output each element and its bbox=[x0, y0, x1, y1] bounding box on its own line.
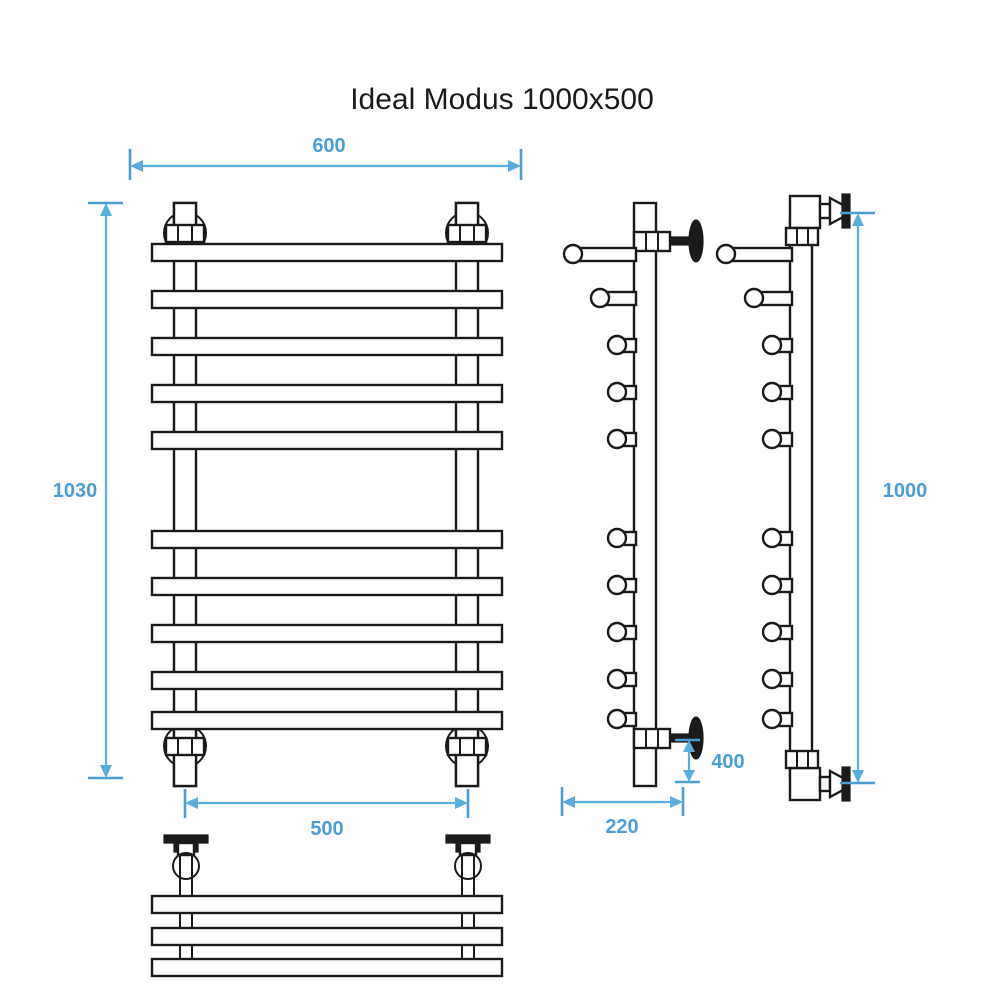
dim-400-arrowhead-bottom-icon bbox=[683, 770, 695, 782]
side-right-bottom-collar bbox=[784, 749, 820, 770]
side-left-rail-7-cap-icon bbox=[606, 574, 628, 596]
side-right-rail-6-cap-icon bbox=[761, 527, 783, 549]
plan-bracket-right-ring-icon bbox=[454, 852, 482, 880]
dim-600-arrowhead-right-icon bbox=[508, 160, 521, 172]
side-right-rail-9-cap-icon bbox=[761, 668, 783, 690]
dimension-top-width: 600 bbox=[128, 135, 523, 180]
plan-rail-1 bbox=[150, 894, 504, 915]
dim-220-arrowhead-right-icon bbox=[670, 796, 683, 808]
side-right-top-wallmount bbox=[784, 193, 851, 247]
front-rail-5 bbox=[150, 430, 504, 451]
dimension-bottom-width: 500 bbox=[183, 789, 470, 840]
dim-1030-label: 1030 bbox=[53, 480, 98, 502]
side-left-top-flange-icon bbox=[688, 219, 704, 263]
side-left-rail-8-cap-icon bbox=[606, 621, 628, 643]
side-left-rails bbox=[562, 243, 638, 730]
side-right-bottom-elbow bbox=[788, 766, 822, 802]
side-left-bottom-wallmount bbox=[632, 716, 704, 760]
side-right-top-elbow bbox=[788, 194, 822, 230]
dim-400-arrowhead-top-icon bbox=[683, 740, 695, 752]
side-left-rail-4-cap-icon bbox=[606, 381, 628, 403]
side-right-bottom-stem bbox=[818, 775, 832, 793]
side-right-rail-5-cap-icon bbox=[761, 428, 783, 450]
plan-bracket-right bbox=[445, 834, 491, 880]
dim-600-arrowhead-left-icon bbox=[130, 160, 143, 172]
side-right-rail-2-cap-icon bbox=[743, 287, 765, 309]
side-right-post bbox=[788, 217, 814, 779]
front-rails-upper bbox=[150, 242, 504, 451]
side-elevation-stem-mount-view bbox=[562, 201, 704, 788]
side-left-top-wallmount bbox=[632, 219, 704, 263]
dim-1030-arrowhead-bottom-icon bbox=[100, 765, 112, 778]
plan-bracket-left bbox=[163, 834, 209, 880]
side-left-rail-3-cap-icon bbox=[606, 334, 628, 356]
front-rail-2 bbox=[150, 289, 504, 310]
dimension-side-depth: 220 bbox=[560, 787, 685, 838]
dimension-left-height: 1030 bbox=[53, 201, 123, 780]
plan-rail-3 bbox=[150, 957, 504, 978]
front-rail-9 bbox=[150, 670, 504, 691]
front-rail-8 bbox=[150, 623, 504, 644]
side-right-bottom-wallmount bbox=[784, 749, 851, 802]
plan-bracket-left-neck bbox=[176, 841, 196, 857]
drawing-title: Ideal Modus 1000x500 bbox=[350, 83, 654, 116]
side-left-rail-10-cap-icon bbox=[606, 708, 628, 730]
dim-220-label: 220 bbox=[605, 816, 638, 838]
front-rail-6 bbox=[150, 529, 504, 550]
plan-bracket-left-ring-icon bbox=[172, 852, 200, 880]
front-rail-7 bbox=[150, 576, 504, 597]
dim-500-label: 500 bbox=[310, 818, 343, 840]
side-left-top-collar bbox=[632, 230, 672, 253]
side-right-top-collar bbox=[784, 226, 820, 247]
bracket-band-top-right bbox=[446, 223, 488, 244]
front-elevation-view bbox=[150, 201, 504, 788]
side-left-rail-5-cap-icon bbox=[606, 428, 628, 450]
front-rail-3 bbox=[150, 336, 504, 357]
side-right-rail-10-cap-icon bbox=[761, 708, 783, 730]
bracket-band-bottom-left bbox=[164, 736, 206, 757]
dimension-right-height: 1000 bbox=[840, 211, 928, 785]
side-right-rail-4-cap-icon bbox=[761, 381, 783, 403]
side-right-rail-3-cap-icon bbox=[761, 334, 783, 356]
side-left-rail-2-cap-icon bbox=[589, 287, 611, 309]
dimension-side-offset: 400 bbox=[675, 738, 745, 784]
dim-400-label: 400 bbox=[711, 751, 744, 773]
dim-1030-arrowhead-top-icon bbox=[100, 203, 112, 216]
side-left-rail-9-cap-icon bbox=[606, 668, 628, 690]
side-left-bottom-flange-icon bbox=[688, 716, 704, 760]
side-elevation-flange-mount-view bbox=[715, 193, 851, 802]
dim-1000-label: 1000 bbox=[883, 480, 928, 502]
side-left-bottom-collar bbox=[632, 727, 672, 750]
bracket-band-top-left bbox=[164, 223, 206, 244]
dim-500-arrowhead-left-icon bbox=[185, 797, 198, 809]
side-left-post bbox=[632, 201, 658, 788]
side-right-rail-8-cap-icon bbox=[761, 621, 783, 643]
top-plan-view bbox=[150, 834, 504, 978]
front-rails-lower bbox=[150, 529, 504, 731]
bracket-band-bottom-right bbox=[446, 736, 488, 757]
dim-1000-arrowhead-top-icon bbox=[852, 213, 864, 226]
side-right-rail-1-cap-icon bbox=[715, 243, 737, 265]
side-left-rail-1-cap-icon bbox=[562, 243, 584, 265]
side-left-rail-6-cap-icon bbox=[606, 527, 628, 549]
front-rail-10 bbox=[150, 710, 504, 731]
side-right-top-flange-plate-icon bbox=[841, 193, 851, 229]
side-right-top-stem bbox=[818, 202, 832, 220]
front-rail-4 bbox=[150, 383, 504, 404]
plan-bracket-right-neck bbox=[458, 841, 478, 857]
dim-220-arrowhead-left-icon bbox=[562, 796, 575, 808]
dim-1000-arrowhead-bottom-icon bbox=[852, 770, 864, 783]
dim-600-label: 600 bbox=[312, 135, 345, 157]
side-right-rail-7-cap-icon bbox=[761, 574, 783, 596]
front-rail-1 bbox=[150, 242, 504, 263]
plan-rail-2 bbox=[150, 926, 504, 947]
side-right-rails bbox=[715, 243, 794, 730]
dim-500-arrowhead-right-icon bbox=[455, 797, 468, 809]
